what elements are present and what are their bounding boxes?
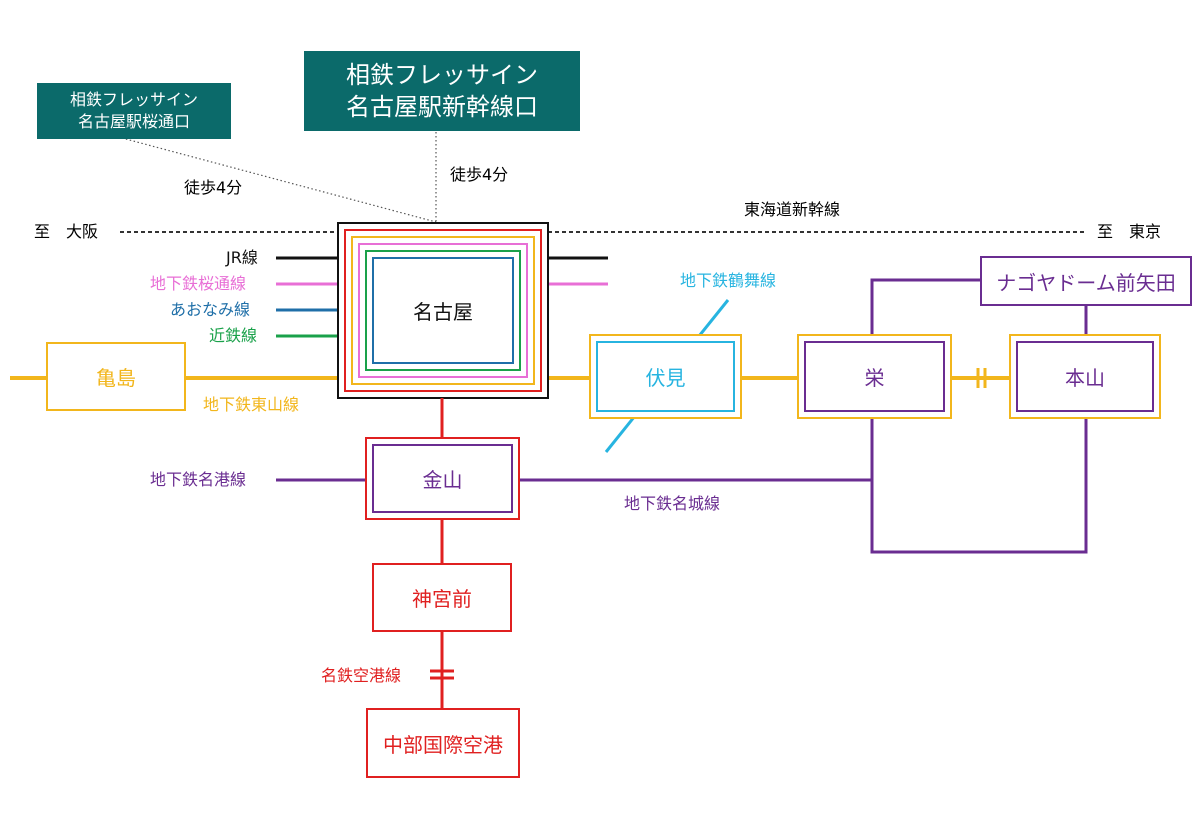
- nagoya-box-higashiyama: [351, 236, 535, 385]
- tsurumai-line-label: 地下鉄鶴舞線: [680, 271, 777, 290]
- hotel-shinkansen-location: 名古屋駅新幹線口: [346, 93, 538, 121]
- kintetsu-line-label: 近鉄線: [209, 326, 258, 345]
- walk-time-sakuradori: 徒歩4分: [184, 178, 243, 197]
- station-sakae[interactable]: 栄: [804, 341, 945, 412]
- meijo-line-sakae-dome: [870, 278, 980, 342]
- hotel-sakuradori-name: 相鉄フレッサイン: [69, 90, 198, 109]
- hotel-sakuradori-location: 名古屋駅桜通口: [77, 112, 190, 131]
- higashiyama-line-label: 地下鉄東山線: [203, 395, 300, 414]
- nagoya-box-sakuradori: [358, 243, 528, 378]
- meijo-line-loop: [515, 412, 1088, 554]
- station-fushimi[interactable]: 伏見: [596, 341, 735, 412]
- hotel-sakuradori-box: 相鉄フレッサイン 名古屋駅桜通口: [37, 83, 231, 139]
- hotel-shinkansen-box: 相鉄フレッサイン 名古屋駅新幹線口: [304, 51, 580, 131]
- direction-osaka: 至 大阪: [34, 222, 99, 241]
- station-kanayama[interactable]: 金山: [372, 444, 513, 513]
- station-centrair[interactable]: 中部国際空港: [366, 708, 520, 778]
- aonami-line-label: あおなみ線: [170, 300, 251, 319]
- nagoya-box-aonami: [372, 257, 514, 364]
- nagoya-box-meitetsu: [344, 229, 542, 392]
- meitetsu-airport-line-label: 名鉄空港線: [321, 666, 402, 685]
- meijo-line-label: 地下鉄名城線: [624, 494, 721, 513]
- shinkansen-line-label: 東海道新幹線: [744, 200, 841, 219]
- station-jingumae[interactable]: 神宮前: [372, 563, 512, 632]
- jr-line-label: JR線: [226, 248, 258, 267]
- station-nagoya[interactable]: 名古屋: [413, 300, 473, 324]
- station-motoyama[interactable]: 本山: [1016, 341, 1154, 412]
- direction-tokyo: 至 東京: [1097, 222, 1162, 241]
- nagoya-box-kintetsu: [365, 250, 521, 371]
- station-kameshima[interactable]: 亀島: [46, 342, 186, 411]
- sakuradori-line-label: 地下鉄桜通線: [150, 274, 247, 293]
- meiko-line-label: 地下鉄名港線: [150, 470, 247, 489]
- hotel-shinkansen-name: 相鉄フレッサイン: [346, 61, 538, 89]
- walk-path-sakuradori: [121, 137, 437, 223]
- station-nagoya-dome[interactable]: ナゴヤドーム前矢田: [980, 256, 1192, 306]
- walk-time-shinkansen: 徒歩4分: [450, 165, 509, 184]
